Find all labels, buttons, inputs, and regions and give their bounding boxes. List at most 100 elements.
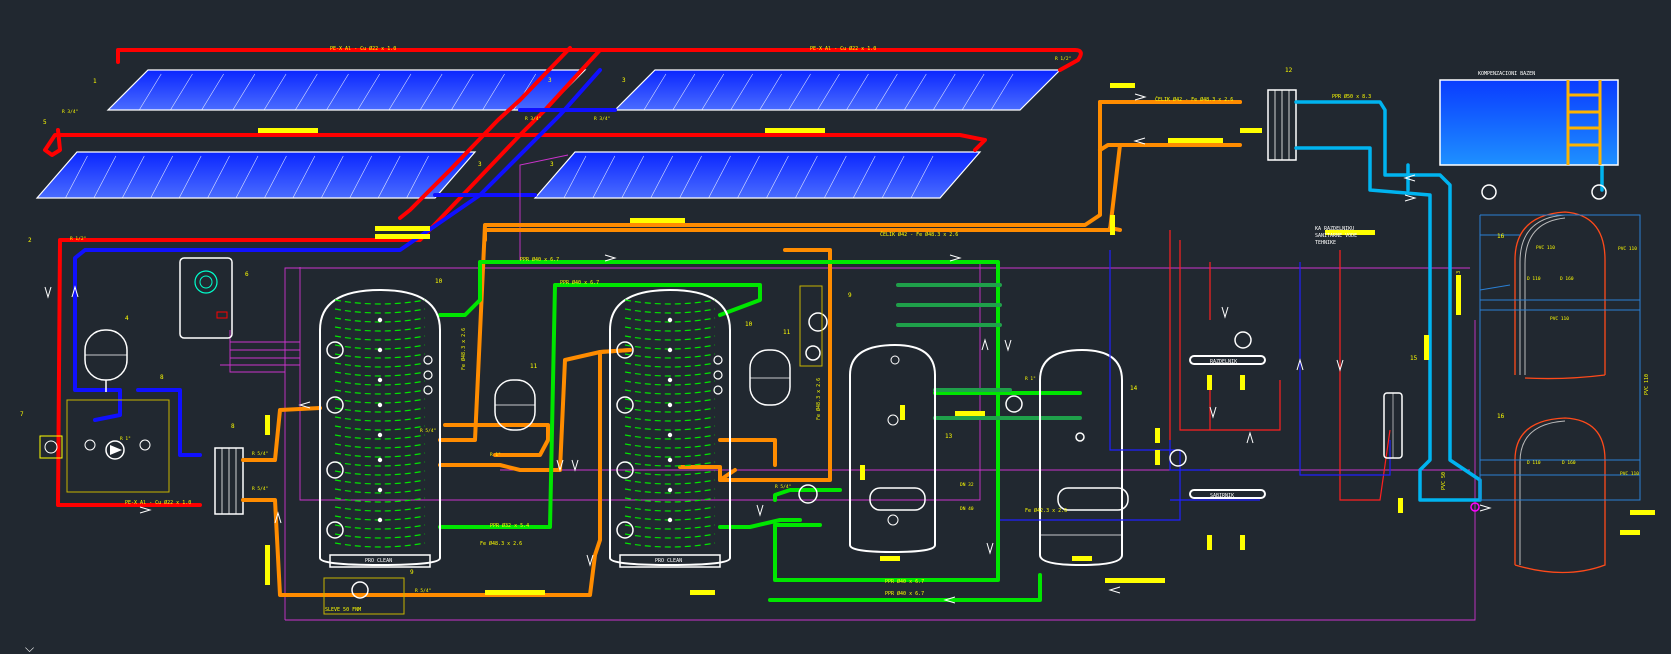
pump-frame-bottom xyxy=(323,577,405,615)
panel-tube xyxy=(170,73,193,111)
collector-flow-pipe[interactable] xyxy=(43,48,1083,507)
panel-tube xyxy=(932,73,956,111)
heating-coil xyxy=(624,335,716,341)
expansion-vessel-11-a[interactable] xyxy=(494,379,536,431)
panel-tube xyxy=(235,155,259,199)
solar-controller[interactable] xyxy=(179,257,233,339)
dark-green-pipes xyxy=(896,283,1082,420)
solar-heat-exchanger[interactable] xyxy=(214,447,244,515)
panel-tube xyxy=(263,73,287,111)
circulation-pump-top[interactable] xyxy=(808,312,828,332)
sensor-dot xyxy=(377,317,383,323)
annotation-bar xyxy=(1155,450,1160,465)
flow-arrow-icon xyxy=(943,596,956,604)
heating-coil xyxy=(334,425,426,431)
fitting-label: R 3/4" xyxy=(525,116,541,122)
flow-arrow-icon xyxy=(571,459,579,472)
heating-coil xyxy=(334,353,426,359)
tank2-label: PRO CLEAN xyxy=(655,558,682,564)
tag-13: 13 xyxy=(945,433,953,440)
flow-arrow-icon xyxy=(298,401,311,409)
panel-tube xyxy=(563,155,587,199)
annotation-bar xyxy=(690,590,715,595)
orange-pipe-main[interactable] xyxy=(241,100,1242,597)
pool-circuit-pipe[interactable] xyxy=(1294,100,1604,502)
solar-pump-icon[interactable] xyxy=(105,440,125,460)
panel-tube xyxy=(961,73,985,111)
solar-panel-3[interactable] xyxy=(35,151,477,199)
pool-label: KOMPENZACIONI BAZEN xyxy=(1478,71,1535,77)
distributor-pump-top[interactable] xyxy=(1234,331,1252,349)
expansion-vessel-11-b[interactable] xyxy=(749,349,791,406)
green-pipe-main[interactable] xyxy=(438,260,1082,602)
sensor-dot xyxy=(667,347,673,353)
distributor-razdelnik[interactable] xyxy=(1189,355,1266,365)
annotation-bar xyxy=(1325,230,1375,235)
flow-arrow-icon xyxy=(986,542,994,555)
distributor-sabirnik[interactable] xyxy=(1189,489,1266,499)
tag-3b: 3 xyxy=(622,77,626,84)
vertical-labels: Fe Ø48.3 x 2.6 Fe Ø48.3 x 2.6 PPR Ø50 x … xyxy=(460,271,1650,490)
tag-11b: 11 xyxy=(783,329,791,336)
pipe-label-vertical: PVC 110 xyxy=(1644,374,1650,395)
filter-tank-upper[interactable] xyxy=(1514,211,1606,375)
pump-station-frame xyxy=(66,399,170,493)
solar-panel-4[interactable] xyxy=(533,151,982,199)
buffer-tank-1[interactable] xyxy=(319,288,441,568)
heating-coil xyxy=(624,308,716,314)
tag-9b: 9 xyxy=(410,569,414,576)
expansion-vessel-solar[interactable] xyxy=(84,329,128,392)
storage-tank-14[interactable] xyxy=(1039,348,1129,567)
panel-tube xyxy=(93,155,117,199)
pool-pump-right[interactable] xyxy=(1591,184,1607,200)
annotation-bar xyxy=(375,234,430,239)
sensor-dot xyxy=(667,377,673,383)
annotation-bar xyxy=(1620,530,1640,535)
panel-tube xyxy=(759,73,782,111)
collector-flow-pipe-2[interactable] xyxy=(398,46,572,220)
pipe-label-green-b2: PPR Ø40 x 6.7 xyxy=(885,590,924,597)
port-icon xyxy=(423,355,433,365)
tag-10b: 10 xyxy=(745,321,753,328)
solar-panel-2[interactable] xyxy=(613,69,1062,111)
distributor-pump-bottom[interactable] xyxy=(1169,449,1187,467)
panel-tube xyxy=(377,155,401,199)
tag-1: 1 xyxy=(93,78,97,85)
tag-16a: 16 xyxy=(1497,233,1505,240)
collector-return-pipe[interactable] xyxy=(73,68,617,457)
flow-arrow-icon xyxy=(586,554,594,567)
orange-pipe-pool[interactable] xyxy=(483,143,1122,482)
panel-tube xyxy=(264,155,287,199)
dhw-return-pump[interactable] xyxy=(1005,395,1023,413)
solar-panel-1[interactable] xyxy=(106,69,587,111)
water-filter-15[interactable] xyxy=(1383,392,1403,459)
flow-arrow-icon xyxy=(1404,194,1417,202)
panel-tube xyxy=(406,155,429,199)
controller-box[interactable] xyxy=(39,435,63,459)
pressure-gauge-icon xyxy=(84,439,96,451)
compensation-pool[interactable] xyxy=(1439,79,1619,166)
pool-heat-exchanger[interactable] xyxy=(1267,89,1297,161)
buffer-tank-2[interactable] xyxy=(609,288,731,568)
dhw-tank[interactable] xyxy=(849,343,936,554)
panel-tube xyxy=(846,73,869,111)
heating-coil xyxy=(624,533,716,539)
panel-tube xyxy=(643,73,667,111)
sensor-dot xyxy=(667,457,673,463)
flow-arrow-icon xyxy=(1336,359,1344,372)
annotation-bar xyxy=(1110,215,1115,235)
valve-label: R 1" xyxy=(120,436,131,442)
pool-pump-left[interactable] xyxy=(1481,184,1497,200)
valve-label: DN 40 xyxy=(960,506,974,512)
pipe-label-pool: PPR Ø50 x 8.3 xyxy=(1332,93,1371,100)
panel-tube xyxy=(679,155,702,199)
heating-coil xyxy=(624,407,716,413)
heating-coil xyxy=(334,434,426,440)
heating-coil xyxy=(334,479,426,485)
heating-coil xyxy=(624,470,716,476)
filter-tank-lower[interactable] xyxy=(1514,417,1606,574)
circulation-pump-bottom[interactable] xyxy=(351,581,369,599)
dhw-circulation-pump[interactable] xyxy=(798,484,818,504)
panel-tube xyxy=(178,155,202,199)
